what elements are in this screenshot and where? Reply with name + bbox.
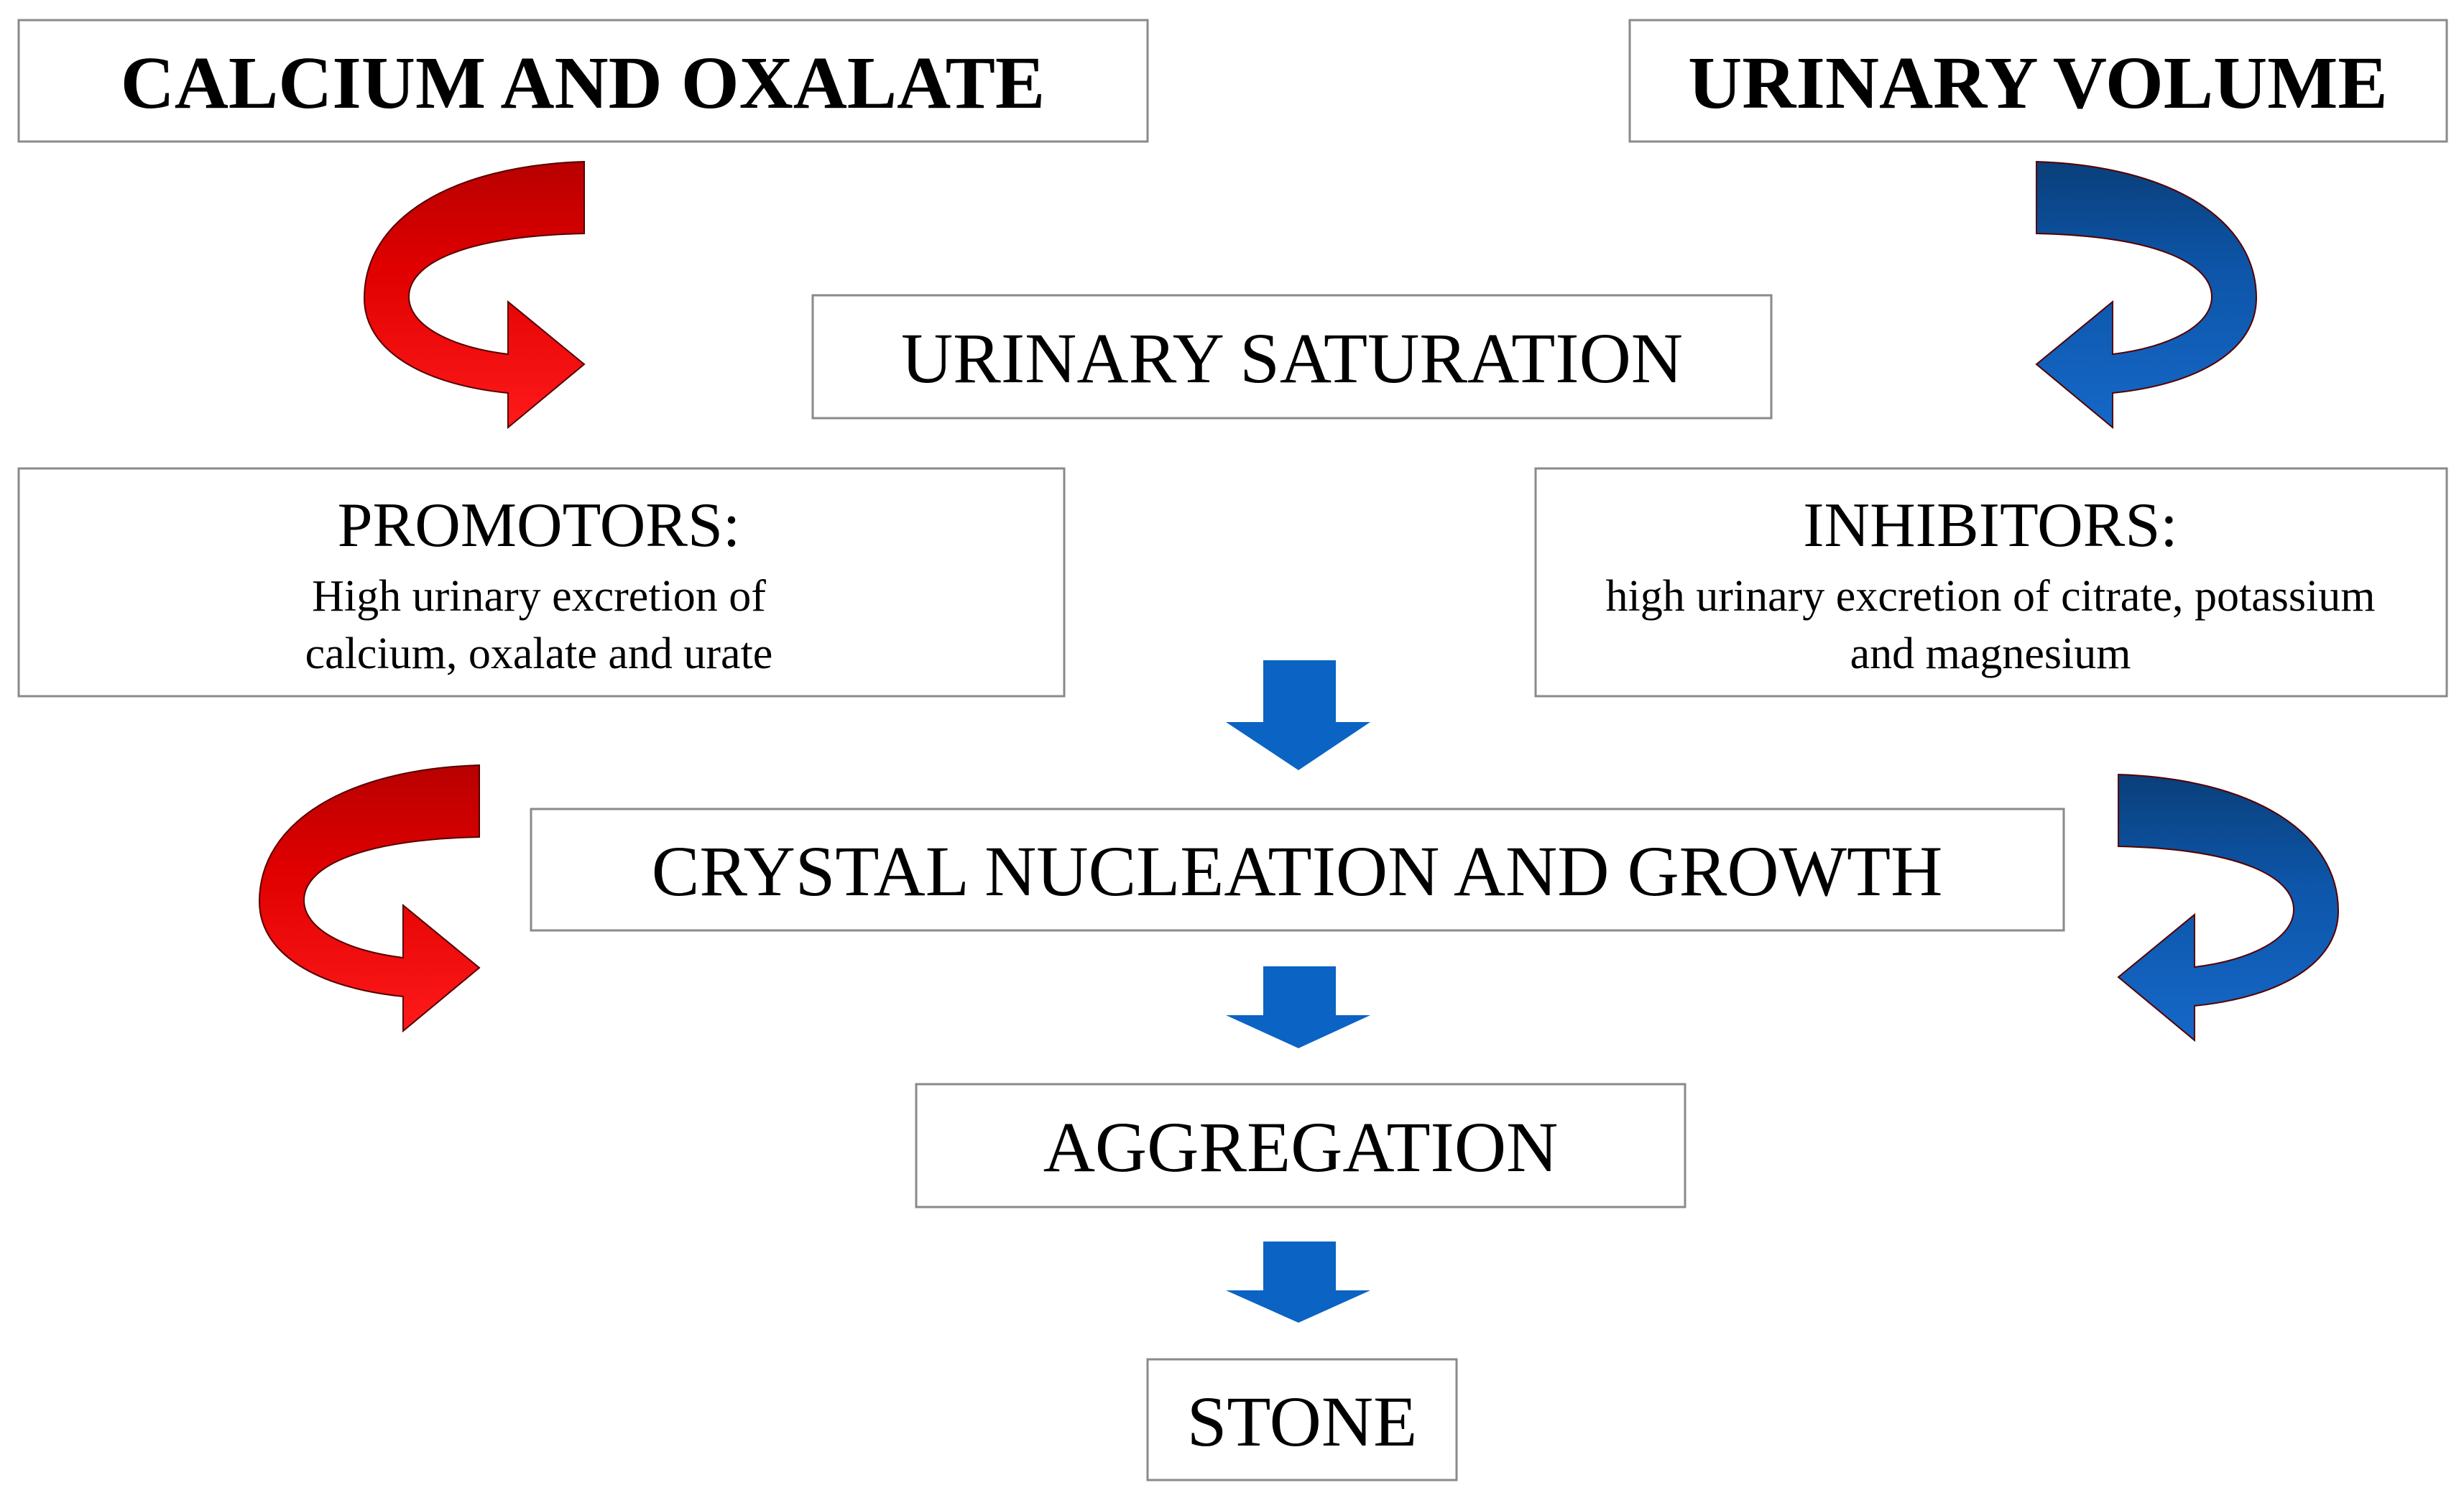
urinary-volume-label: URINARY VOLUME [1688,42,2388,124]
inhibitors-line-2: and magnesium [1850,629,2131,678]
crystal-nucleation-box: CRYSTAL NUCLEATION AND GROWTH [530,808,2065,932]
blue-curved-arrow-icon [2036,161,2257,428]
calcium-oxalate-label: CALCIUM AND OXALATE [121,42,1046,124]
aggregation-label: AGGREGATION [1043,1107,1559,1187]
down-arrow-icon [1226,966,1370,1048]
urinary-saturation-box: URINARY SATURATION [811,294,1773,420]
stone-box: STONE [1146,1358,1458,1481]
blue-curved-arrow-icon [2118,774,2339,1041]
promotors-line-1: High urinary excretion of [312,572,766,621]
inhibitors-box: INHIBITORS: high urinary excretion of ci… [1534,467,2448,698]
urinary-volume-box: URINARY VOLUME [1628,19,2448,143]
promotors-box: PROMOTORS: High urinary excretion of cal… [17,467,1066,698]
promotors-title: PROMOTORS: [338,491,741,560]
urinary-saturation-label: URINARY SATURATION [901,318,1683,398]
promotors-line-2: calcium, oxalate and urate [305,629,773,678]
down-arrow-icon [1226,1242,1370,1323]
inhibitors-title: INHIBITORS: [1803,491,2178,560]
calcium-oxalate-box: CALCIUM AND OXALATE [17,19,1149,143]
red-curved-arrow-icon [364,161,585,428]
down-arrow-icon [1226,660,1370,770]
inhibitors-line-1: high urinary excretion of citrate, potas… [1606,572,2376,621]
crystal-nucleation-label: CRYSTAL NUCLEATION AND GROWTH [652,831,1943,911]
aggregation-box: AGGREGATION [915,1083,1686,1208]
red-curved-arrow-icon [259,764,480,1032]
stone-label: STONE [1187,1382,1417,1461]
